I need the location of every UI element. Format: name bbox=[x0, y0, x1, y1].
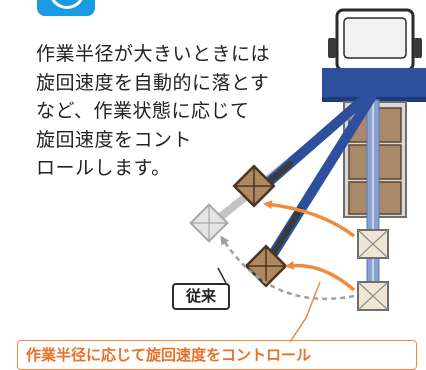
description-line: ロールします。 bbox=[36, 157, 171, 179]
load-upper bbox=[232, 164, 276, 208]
truck-windshield bbox=[343, 17, 407, 59]
conventional-swing-arrow bbox=[220, 235, 355, 301]
description-text: 作業半径が大きいときには 旋回速度を自動的に落とす など、作業状態に応じて 旋回… bbox=[36, 40, 270, 183]
description-line: など、作業状態に応じて bbox=[36, 100, 250, 122]
swing-arrow-lower bbox=[285, 260, 356, 292]
load-start-upper bbox=[357, 229, 389, 259]
description-line: 旋回速度をコント bbox=[36, 128, 193, 151]
conventional-leader-line bbox=[217, 267, 227, 284]
swing-arrow-upper bbox=[263, 200, 356, 238]
load-start-lower bbox=[357, 281, 389, 311]
description-line: 旋回速度を自動的に落とす bbox=[36, 71, 270, 94]
description-line: 作業半径が大きいときには bbox=[36, 43, 271, 65]
truck-mirror-right bbox=[414, 38, 422, 58]
header-badge bbox=[37, 0, 95, 16]
truck-mirror-left bbox=[328, 38, 336, 58]
crane-swing-diagram bbox=[189, 8, 426, 343]
stage: 作業半径が大きいときには 旋回速度を自動的に落とす など、作業状態に応じて 旋回… bbox=[17, 0, 426, 370]
note-leader-line bbox=[289, 281, 321, 343]
bottom-note: 作業半径に応じて旋回速度をコントロール bbox=[17, 340, 417, 370]
conventional-label: 従来 bbox=[172, 283, 230, 310]
conventional-load bbox=[189, 203, 229, 243]
